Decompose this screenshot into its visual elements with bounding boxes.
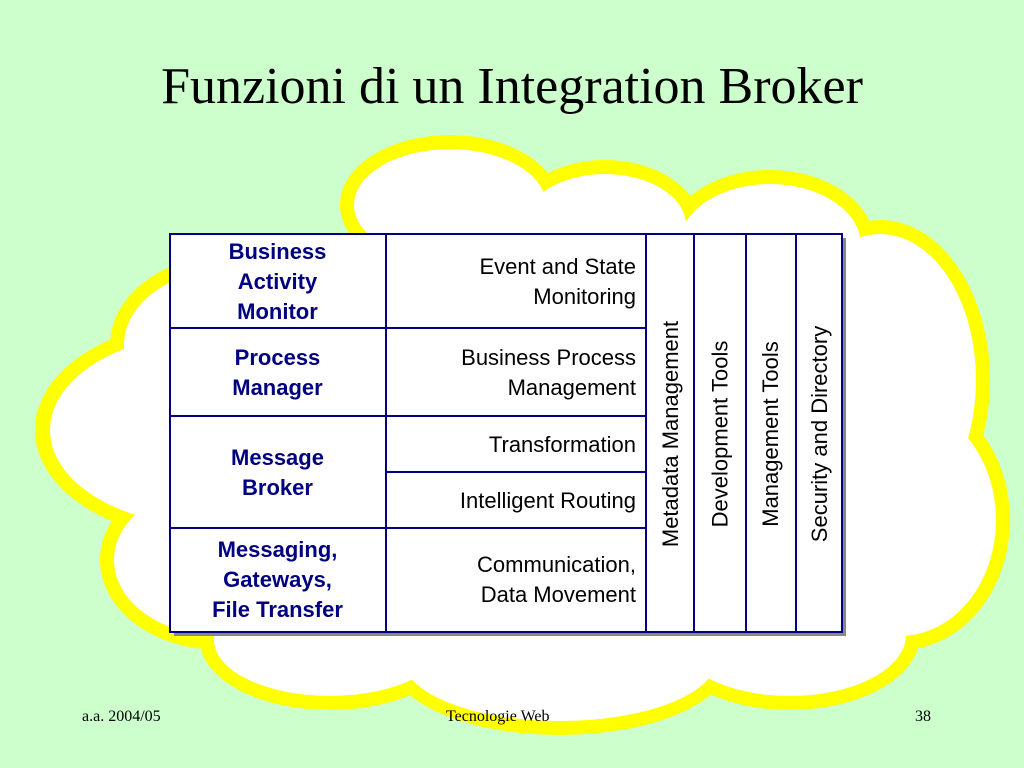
function-transformation: Transformation [388,418,636,472]
component-line: Activity [237,269,318,294]
column-metadata-management: Metadata Management [647,236,695,632]
component-line: Process [234,345,321,370]
component-process-manager: Process Manager [171,330,384,416]
component-line: Manager [232,375,323,400]
component-messaging-gateways: Messaging, Gateways, File Transfer [171,530,384,630]
function-intelligent-routing: Intelligent Routing [388,474,636,528]
column-label: Metadata Management [658,320,684,548]
function-line: Monitoring [533,284,636,309]
component-line: Messaging, [217,537,338,562]
component-line: Gateways, [223,567,332,592]
column-label: Security and Directory [807,325,833,543]
component-line: File Transfer [212,597,343,622]
function-line: Intelligent Routing [459,488,636,513]
component-line: Broker [242,475,313,500]
component-line: Message [231,445,324,470]
column-development-tools: Development Tools [696,236,744,632]
column-label: Management Tools [758,341,783,527]
function-line: Communication, [477,552,636,577]
slide-title: Funzioni di un Integration Broker [161,58,863,115]
footer-academic-year: a.a. 2004/05 [82,708,161,725]
function-line: Management [507,375,636,400]
function-business-process-management: Business Process Management [388,330,636,416]
function-line: Event and State [479,254,636,279]
component-message-broker: Message Broker [171,418,384,528]
function-line: Data Movement [480,582,636,607]
function-event-state-monitoring: Event and State Monitoring [388,236,636,328]
column-label: Development Tools [707,340,733,528]
function-line: Transformation [488,432,636,457]
footer-course-name: Tecnologie Web [446,708,550,725]
component-business-activity-monitor: Business Activity Monitor [171,236,384,328]
function-line: Business Process [461,345,636,370]
function-communication-data-movement: Communication, Data Movement [388,530,636,630]
column-management-tools: Management Tools [747,236,795,632]
component-line: Business [228,239,327,264]
column-security-directory: Security and Directory [796,236,844,632]
footer-page-number: 38 [915,708,931,725]
component-line: Monitor [237,299,318,324]
